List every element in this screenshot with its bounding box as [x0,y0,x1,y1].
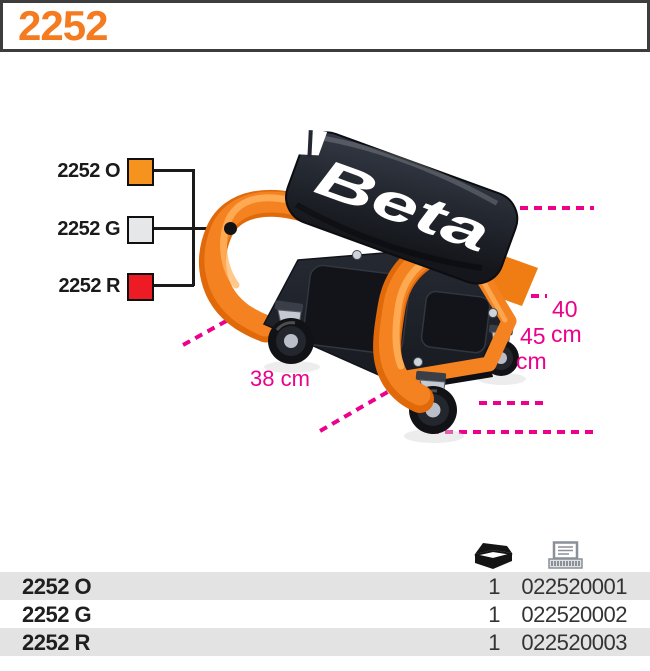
legend-connector-dot [224,222,237,235]
product-number-header: 2252 [0,0,650,52]
frame-left-tube [199,189,329,343]
table-row: 2252 R 1 022520003 [0,628,650,656]
table-row: 2252 G 1 022520002 [0,600,650,628]
table-row: 2252 O 1 022520001 [0,572,650,600]
order-code-icon [548,541,583,569]
caster-wheel-left [268,300,314,364]
dimension-depth-unit: cm [551,321,582,347]
legend-connector-line [154,227,228,230]
row-order-code: 022520002 [521,602,627,627]
variant-label-gray: 2252 G [57,218,120,240]
product-number: 2252 [18,2,108,49]
dimension-line-ground [431,430,593,434]
pack-quantity-icon [474,543,513,569]
variant-swatch-gray [127,216,154,244]
row-model: 2252 O [22,574,92,599]
dimension-line-seat-top [520,206,594,210]
variant-label-orange: 2252 O [57,160,120,182]
row-order-code: 022520003 [521,630,627,655]
row-pack-qty: 1 [488,574,500,599]
dimension-height-value: 45 [520,323,546,349]
variant-swatch-orange [127,158,154,186]
row-model: 2252 R [22,630,90,655]
variant-label-red: 2252 R [58,275,121,297]
dimension-depth-value: 40 [552,296,578,322]
dimension-width-label: 38 cm [250,366,310,391]
legend-connector-line [154,284,194,287]
tray-screws [352,250,498,367]
legend-connector-line [154,169,194,172]
row-pack-qty: 1 [488,630,500,655]
row-pack-qty: 1 [488,602,500,627]
row-model: 2252 G [22,602,92,627]
row-order-code: 022520001 [521,574,627,599]
legend-connector-line [192,169,195,286]
seat-cushion: Beta [285,129,519,285]
product-shadow [264,361,526,443]
dimension-height-unit: cm [516,348,547,374]
dimension-line-mid [479,401,546,405]
variant-swatch-red [127,273,154,301]
table-header-row [0,537,650,572]
